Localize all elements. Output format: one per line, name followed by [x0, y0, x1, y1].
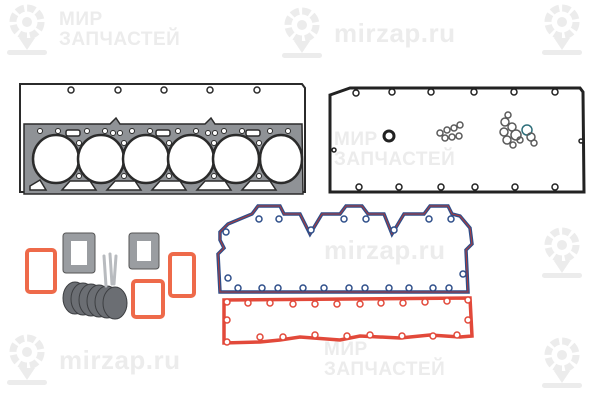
- exhaust-manifold-gaskets: [62, 281, 128, 320]
- orange-flange-gaskets: [25, 248, 196, 319]
- oil-pan-gasket: [222, 296, 474, 346]
- turbo-gaskets: [62, 232, 160, 274]
- intake-manifold-gasket: [216, 204, 474, 294]
- cylinder-head-gasket: [19, 83, 306, 195]
- valve-cover-gasket: [328, 86, 586, 194]
- bolts: [102, 252, 118, 288]
- o-ring-set: [382, 111, 538, 149]
